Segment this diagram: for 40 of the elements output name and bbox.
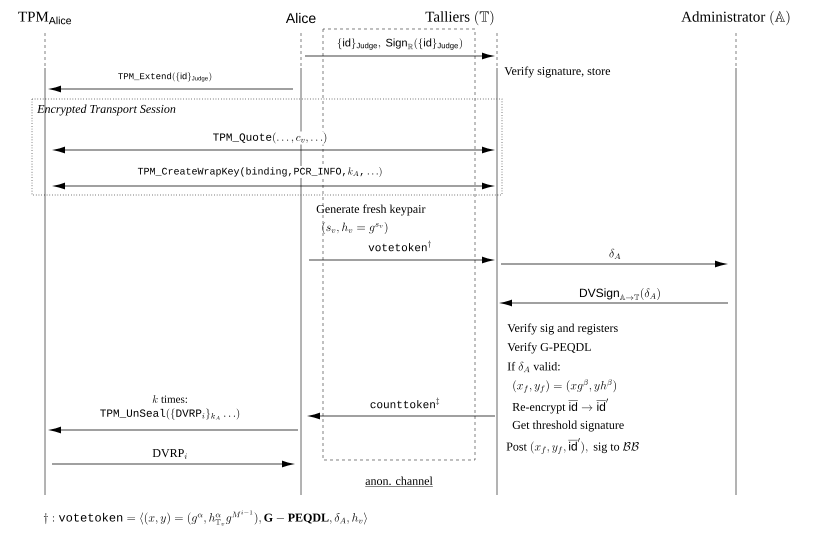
- edge-label: $\texttt{TPM\_CreateWrapKey(binding,PCR\_INFO,}k_A\texttt{,}\ldots)$: [138, 166, 382, 177]
- arrow: [304, 52, 494, 60]
- edge-label: $\begin{array}{c}k\text{ times:}\\ \texttt{TPM\_UnSeal}(\{\texttt{DVRP}_i\}_{k_A}\ldots)\end{array}$: [100, 395, 240, 420]
- action-note: Generate fresh keypair: [316, 204, 426, 216]
- edge-label: $\mathsf{DVSign}_{\mathbb{A}\rightarrow\mathbb{T}}(\delta_A)$: [580, 288, 660, 300]
- participant-label: $\mathrm{TPM}_{\mathsf{Alice}}$: [18, 12, 72, 24]
- arrow: [50, 86, 294, 92]
- arrow: [54, 182, 494, 190]
- edge-label: $\{\mathsf{id}\}_{\mathsf{Judge}},\ \mathsf{Sign}_{\mathbb{R}}(\{\mathsf{id}\}_{\mathsf{Judge}})$: [338, 38, 462, 50]
- lifeline: [496, 32, 498, 496]
- frame-title: anon. channel: [364, 476, 434, 487]
- action-note: Verify signature, store: [504, 66, 610, 78]
- edge-label: $\texttt{TPM\_Extend}(\{\mathsf{id}\}_{\mathsf{Judge}})$: [118, 72, 212, 82]
- action-note: $(x_f,y_f)=(xg^{\beta},yh^{\beta})$: [513, 379, 616, 393]
- edge-label: $\delta_A$: [609, 248, 620, 260]
- lifeline: [44, 32, 46, 495]
- edge-label: $\texttt{TPM\_Quote}(\ldots,c_v,\ldots)$: [213, 132, 326, 144]
- participant-label: Alice: [286, 12, 316, 24]
- participant-label: $\text{Talliers }(\mathbb{T})$: [426, 10, 494, 26]
- arrow: [500, 300, 728, 306]
- action-note: $(s_v,h_v=g^{s_v})$: [322, 222, 388, 234]
- action-note: Verify G-PEQDL: [507, 342, 591, 354]
- arrow: [54, 146, 494, 154]
- action-note: Get threshold signature: [512, 420, 624, 432]
- participant-label: $\text{Administrator }(\mathbb{A})$: [681, 10, 790, 26]
- arrow: [52, 460, 294, 468]
- edge-label: $\texttt{counttoken}^{\ddagger}$: [370, 398, 440, 408]
- edge-label: $\texttt{votetoken}^{\dagger}$: [368, 240, 431, 252]
- arrow: [500, 260, 726, 268]
- action-note: $\text{If }\delta_A\text{ valid:}$: [508, 362, 560, 372]
- arrow: [308, 412, 496, 420]
- arrow: [308, 256, 494, 264]
- action-note: $\text{Post }(x_f,y_f,\overline{\mathsf{id}}'),\text{ sig to }\mathcal{BB}$: [506, 438, 639, 454]
- frame-title: Encrypted Transport Session: [37, 104, 176, 116]
- action-note: Verify sig and registers: [507, 323, 618, 334]
- action-note: $\text{Re-encrypt }\overline{\mathsf{id}}\rightarrow\overline{\mathsf{id}}'$: [512, 398, 608, 414]
- footnote: $\dagger:\texttt{votetoken}=\langle(x,y)=(g^{\alpha},h^{\alpha}_{\mathbb{T}_v}g^{M^{i-1}}),\mathbf{G-PEQDL},\delta_A,h_v\rangle$: [44, 510, 367, 526]
- arrow: [50, 426, 298, 434]
- lifeline: [300, 32, 302, 496]
- edge-label: $\mathrm{DVRP}_i$: [152, 449, 187, 459]
